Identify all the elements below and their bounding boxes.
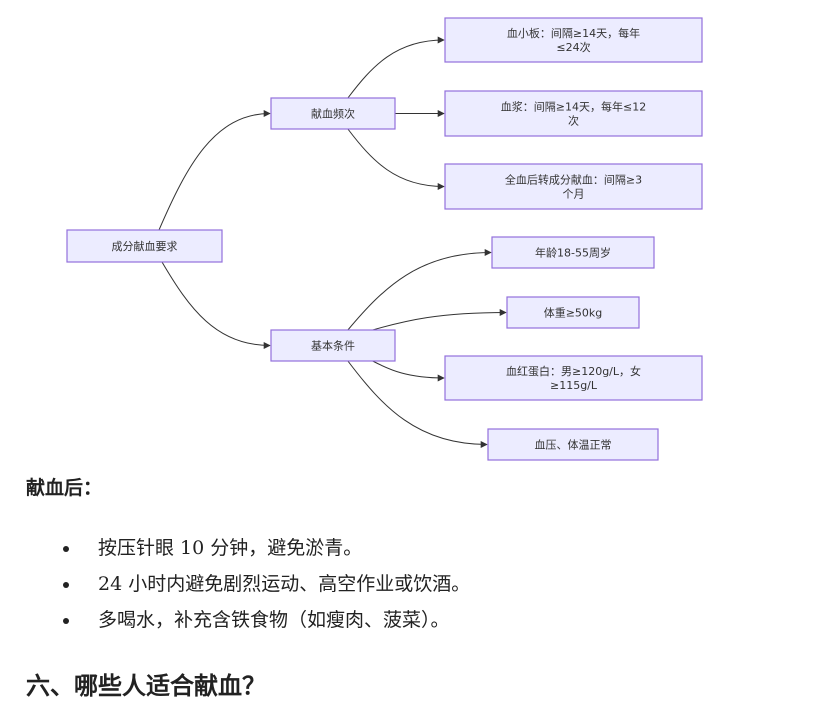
section-heading: 六、哪些人适合献血？ — [26, 671, 266, 700]
node-weight: 体重≥50kg — [506, 296, 640, 329]
bullet-icon — [63, 546, 69, 552]
node-label: 次 — [568, 114, 579, 128]
node-label: 血浆：间隔≥14天，每年≤12 — [501, 100, 646, 114]
node-hemoglobin: 血红蛋白：男≥120g/L，女≥115g/L — [444, 355, 703, 401]
tip-item: 24 小时内避免剧烈运动、高空作业或饮酒。 — [60, 566, 470, 602]
node-label: 血压、体温正常 — [535, 438, 612, 452]
bullet-icon — [63, 618, 69, 624]
tip-text: 按压针眼 10 分钟，避免淤青。 — [98, 537, 363, 559]
node-box — [444, 355, 703, 401]
node-age: 年龄18-55周岁 — [491, 236, 655, 269]
node-label: 年龄18-55周岁 — [535, 246, 611, 260]
edge-basic-to-vitals — [347, 360, 488, 448]
edge-root-to-basic — [161, 261, 271, 349]
node-basic: 基本条件 — [270, 329, 396, 362]
node-box — [270, 329, 396, 362]
edge-freq-to-platelet — [347, 36, 445, 99]
node-plasma: 血浆：间隔≥14天，每年≤12次 — [444, 90, 703, 137]
node-wholeblood: 全血后转成分献血：间隔≥3个月 — [444, 163, 703, 210]
node-label: 全血后转成分献血：间隔≥3 — [505, 173, 642, 187]
node-label: 个月 — [563, 188, 585, 201]
node-label: 体重≥50kg — [544, 306, 603, 320]
node-box — [444, 163, 703, 210]
node-box — [491, 236, 655, 269]
edge-basic-to-weight — [372, 309, 507, 331]
node-box — [270, 97, 396, 130]
node-box — [487, 428, 659, 461]
edge-basic-to-hemoglobin — [372, 360, 445, 382]
node-label: 基本条件 — [311, 339, 355, 353]
node-label: 献血频次 — [311, 107, 355, 121]
edge-basic-to-age — [347, 249, 492, 331]
node-platelet: 血小板：间隔≥14天，每年≤24次 — [444, 17, 703, 63]
node-freq: 献血频次 — [270, 97, 396, 130]
node-label: 成分献血要求 — [112, 239, 178, 253]
node-label: ≥115g/L — [550, 379, 598, 392]
node-box — [506, 296, 640, 329]
edge-freq-to-wholeblood — [347, 128, 445, 190]
node-label: 血小板：间隔≥14天，每年 — [507, 26, 640, 40]
node-label: 血红蛋白：男≥120g/L，女 — [506, 364, 641, 378]
tip-item: 多喝水，补充含铁食物（如瘦肉、菠菜）。 — [60, 602, 470, 638]
bullet-icon — [63, 582, 69, 588]
tip-text: 多喝水，补充含铁食物（如瘦肉、菠菜）。 — [98, 609, 450, 631]
after-donation-tips: 按压针眼 10 分钟，避免淤青。 24 小时内避免剧烈运动、高空作业或饮酒。 多… — [60, 530, 470, 638]
tip-item: 按压针眼 10 分钟，避免淤青。 — [60, 530, 470, 566]
node-root: 成分献血要求 — [66, 229, 223, 263]
tip-text: 24 小时内避免剧烈运动、高空作业或饮酒。 — [98, 573, 471, 595]
edge-root-to-freq — [158, 110, 271, 231]
node-label: ≤24次 — [556, 40, 590, 54]
node-vitals: 血压、体温正常 — [487, 428, 659, 461]
node-box — [444, 90, 703, 137]
blood-donation-flowchart: 成分献血要求献血频次血小板：间隔≥14天，每年≤24次血浆：间隔≥14天，每年≤… — [66, 17, 703, 461]
node-box — [444, 17, 703, 63]
after-donation-label: 献血后： — [26, 477, 103, 499]
node-box — [66, 229, 223, 263]
